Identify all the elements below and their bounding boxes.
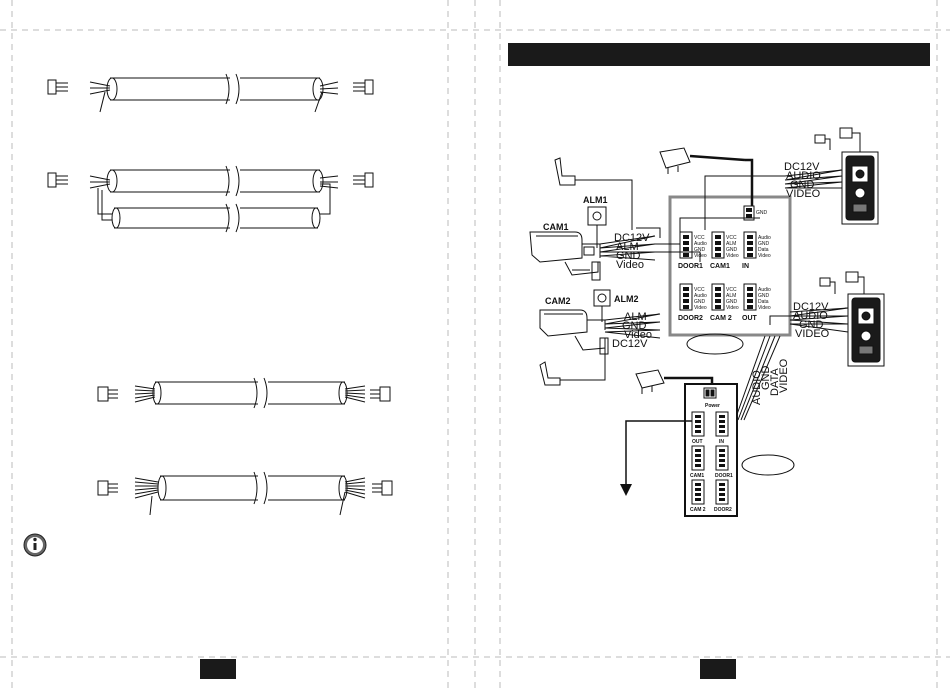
monitor-cam2-label: CAM 2 <box>690 507 706 513</box>
info-icon <box>23 533 47 557</box>
cam1-group <box>529 157 760 281</box>
gnd-terminal-label: GND <box>756 210 768 216</box>
power-adapter-top <box>659 147 754 206</box>
monitor-cam1-label: CAM1 <box>690 473 704 479</box>
cable-drawing-3 <box>97 377 391 409</box>
terminal-blocks: VCCAudioGNDVideoDOOR1VCCALMGNDVideoCAM1A… <box>678 231 771 322</box>
pin-label: Audio <box>694 293 707 299</box>
distributor-box: GND <box>668 195 792 355</box>
monitor-door2-label: DOOR2 <box>714 507 732 513</box>
pin-label: VCC <box>694 235 705 241</box>
pin-label: Video <box>726 305 739 311</box>
alm1-label: ALM1 <box>583 195 608 205</box>
pin-label: GND <box>694 299 706 305</box>
svg-text:VIDEO: VIDEO <box>778 358 790 393</box>
pin-label: VCC <box>726 235 737 241</box>
terminal-block-label: OUT <box>742 315 758 322</box>
svg-text:ALM: ALM <box>624 311 647 323</box>
pin-label: ALM <box>726 293 736 299</box>
svg-text:AUDIO: AUDIO <box>786 170 821 182</box>
svg-text:GND: GND <box>622 320 647 332</box>
door-top-wire-labels: DC12V AUDIO GND VIDEO <box>784 161 821 200</box>
svg-text:AUDIO: AUDIO <box>751 370 763 405</box>
monitor-wires <box>734 335 781 421</box>
page-number-left <box>200 659 236 679</box>
monitor-labels: Power OUT IN CAM1 DOOR1 CAM 2 DOOR2 <box>690 403 733 513</box>
svg-text:GND: GND <box>790 179 815 191</box>
cable-drawing-1 <box>47 73 374 113</box>
pin-label: GND <box>694 247 706 253</box>
pin-label: Video <box>758 253 771 259</box>
svg-text:VIDEO: VIDEO <box>786 188 821 200</box>
svg-text:DC12V: DC12V <box>784 161 820 173</box>
cam1-label: CAM1 <box>543 222 569 232</box>
monitor-door1-label: DOOR1 <box>715 473 733 479</box>
terminal-block-label: DOOR1 <box>678 263 703 270</box>
monitor-terminal <box>691 445 705 471</box>
pin-label: VCC <box>694 287 705 293</box>
svg-text:AUDIO: AUDIO <box>793 310 828 322</box>
svg-text:DC12V: DC12V <box>614 232 650 244</box>
pin-label: ALM <box>726 241 736 247</box>
svg-text:Video: Video <box>616 259 644 271</box>
svg-text:DC12V: DC12V <box>612 338 648 350</box>
pin-label: Data <box>758 299 769 305</box>
terminal-block-label: CAM 2 <box>710 315 732 322</box>
cable-drawing-4 <box>97 471 393 516</box>
svg-text:ALM: ALM <box>616 241 639 253</box>
svg-text:Video: Video <box>624 329 652 341</box>
pin-label: Video <box>758 305 771 311</box>
pin-label: VCC <box>726 287 737 293</box>
monitor-terminal <box>715 445 729 471</box>
terminal-block-label: DOOR2 <box>678 315 703 322</box>
pin-label: Data <box>758 247 769 253</box>
door-station-bottom <box>769 271 885 367</box>
pin-label: Video <box>726 253 739 259</box>
terminal-block-label: IN <box>742 263 749 270</box>
pin-label: GND <box>726 299 738 305</box>
svg-text:GND: GND <box>760 366 772 391</box>
cable-drawing-2 <box>47 165 374 233</box>
svg-text:DATA: DATA <box>769 368 781 396</box>
monitor-wire-labels: AUDIO GND DATA VIDEO <box>751 358 790 405</box>
monitor-terminal <box>691 411 705 437</box>
monitor-terminals <box>691 411 729 505</box>
cam2-label: CAM2 <box>545 296 571 306</box>
svg-text:DC12V: DC12V <box>793 301 829 313</box>
terminal-block-label: CAM1 <box>710 263 730 270</box>
monitor-terminal <box>691 479 705 505</box>
monitor-terminal <box>715 411 729 437</box>
door-bottom-wire-labels: DC12V AUDIO GND VIDEO <box>793 301 830 340</box>
cam2-wire-labels: ALM GND Video DC12V <box>612 311 652 350</box>
monitor-power-label: Power <box>705 403 720 409</box>
pin-label: Audio <box>758 287 771 293</box>
svg-text:GND: GND <box>799 319 824 331</box>
page-number-right <box>700 659 736 679</box>
cam1-wire-labels: DC12V ALM GND Video <box>614 232 650 271</box>
pin-label: Audio <box>694 241 707 247</box>
pin-label: Video <box>694 305 707 311</box>
svg-text:GND: GND <box>616 250 641 262</box>
svg-text:VIDEO: VIDEO <box>795 328 830 340</box>
pin-label: GND <box>726 247 738 253</box>
alm2-label: ALM2 <box>614 294 639 304</box>
monitor-terminal <box>715 479 729 505</box>
monitor-out-label: OUT <box>692 439 703 445</box>
pin-label: GND <box>758 241 770 247</box>
pin-label: GND <box>758 293 770 299</box>
door-station-top <box>704 127 879 230</box>
monitor-in-label: IN <box>719 439 724 445</box>
pin-label: Audio <box>758 235 771 241</box>
cam2-group <box>539 289 661 386</box>
section-header-bar <box>508 43 930 66</box>
